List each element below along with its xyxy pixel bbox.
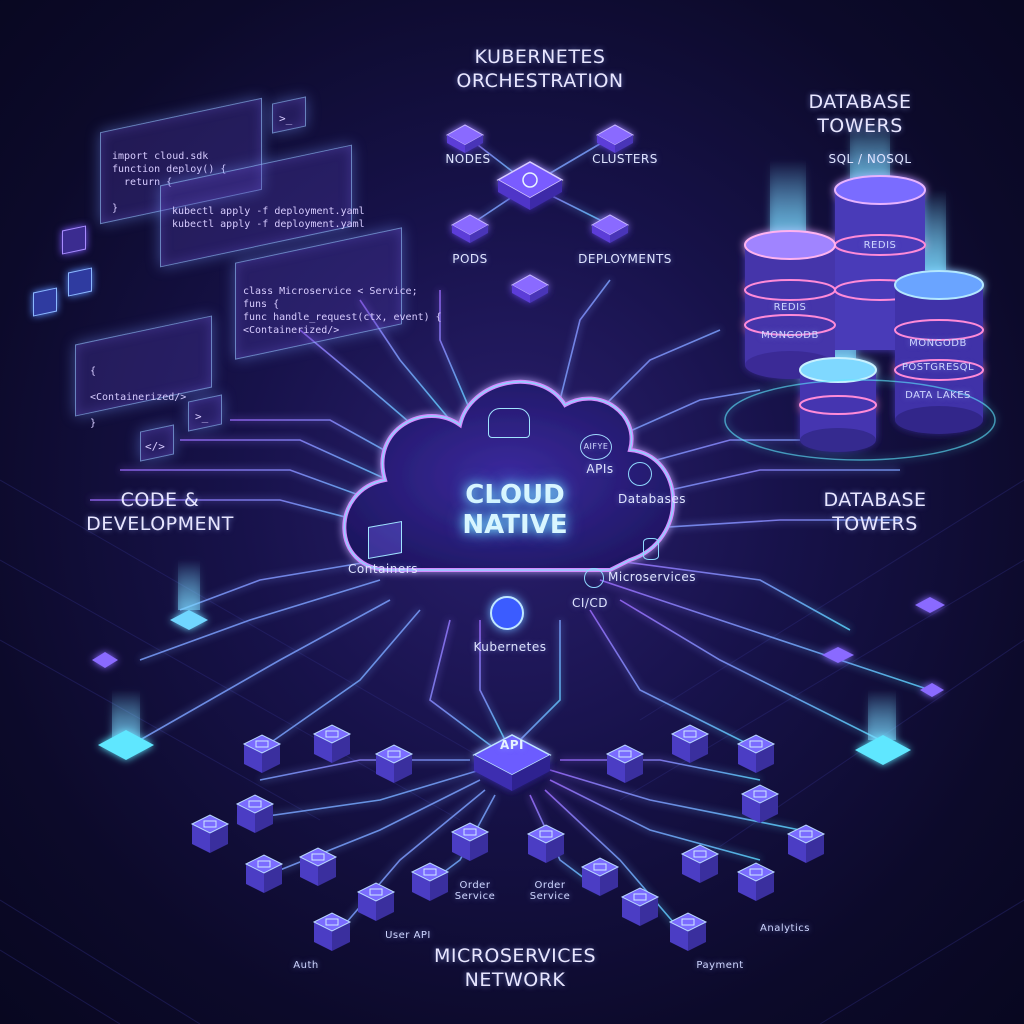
service-cube xyxy=(738,863,774,901)
service-cube xyxy=(412,863,448,901)
service-cube xyxy=(300,848,336,886)
service-cube xyxy=(622,888,658,926)
k8s-clusters-label: CLUSTERS xyxy=(585,152,665,166)
cloud-upload-icon xyxy=(488,408,530,438)
api-hub-label: API xyxy=(482,738,542,752)
db-tall-redis-label: REDIS xyxy=(845,240,915,251)
cloud-containers-label: Containers xyxy=(348,562,418,576)
gear-icon xyxy=(628,462,652,486)
cloud-microservices-label: Microservices xyxy=(608,570,693,584)
service-cube xyxy=(314,913,350,951)
vscode-icon xyxy=(68,267,92,296)
service-cube xyxy=(682,845,718,883)
cloud-kubernetes-label: Kubernetes xyxy=(470,640,550,654)
service-cube xyxy=(246,855,282,893)
terminal-icon-2: >_ xyxy=(195,410,208,423)
order-service-label-2: Order Service xyxy=(520,880,580,902)
git-app-icon xyxy=(62,225,86,254)
cloud-native-title: CLOUD NATIVE xyxy=(430,480,600,540)
apis-icon: AIFYE xyxy=(580,434,612,460)
code-panel-2-text: kubectl apply -f deployment.yaml kubectl… xyxy=(172,205,365,231)
database-towers-title-right: DATABASE TOWERS xyxy=(805,488,945,536)
terminal-icon: >_ xyxy=(279,112,292,125)
service-cube xyxy=(237,795,273,833)
service-cube xyxy=(314,725,350,763)
container-icon xyxy=(368,521,402,559)
service-cube xyxy=(528,825,564,863)
service-cube xyxy=(738,735,774,773)
k8s-deployments-label: DEPLOYMENTS xyxy=(570,252,680,266)
user-api-label: User API xyxy=(378,930,438,941)
microservices-network-title: MICROSERVICES NETWORK xyxy=(410,944,620,992)
db-right-mongodb-label: MONGODB xyxy=(898,338,978,349)
service-cube xyxy=(452,823,488,861)
service-cube xyxy=(192,815,228,853)
k8s-nodes-label: NODES xyxy=(438,152,498,166)
payment-label: Payment xyxy=(690,960,750,971)
order-service-label-1: Order Service xyxy=(445,880,505,902)
auth-label: Auth xyxy=(286,960,326,971)
code-development-title: CODE & DEVELOPMENT xyxy=(70,488,250,536)
k8s-pods-label: PODS xyxy=(440,252,500,266)
database-icon xyxy=(643,538,659,560)
db-right-postgresql-label: POSTGRESQL xyxy=(895,362,981,373)
db-right-datalakes-label: DATA LAKES xyxy=(895,390,981,401)
code-panel-3-text: class Microservice < Service; funs { fun… xyxy=(243,285,442,337)
service-cube xyxy=(376,745,412,783)
service-cube xyxy=(672,725,708,763)
database-towers-title-top: DATABASE TOWERS xyxy=(790,90,930,138)
service-cube xyxy=(670,913,706,951)
cloud-cicd-label: CI/CD xyxy=(570,596,610,610)
service-cube xyxy=(788,825,824,863)
kubernetes-icon xyxy=(490,596,524,630)
db-left-mongodb-label: MONGODB xyxy=(750,330,830,341)
code-panel-4-text: { <Containerized/> } xyxy=(90,365,186,430)
service-cube xyxy=(742,785,778,823)
microservices-icon xyxy=(584,568,604,588)
service-cube xyxy=(358,883,394,921)
service-cube xyxy=(244,735,280,773)
sql-nosql-label: SQL / NOSQL xyxy=(810,152,930,166)
cloud-databases-label: Databases xyxy=(612,492,692,506)
code-tag-icon: </> xyxy=(145,440,165,453)
kubernetes-orchestration-title: KUBERNETES ORCHESTRATION xyxy=(440,45,640,93)
service-cube xyxy=(582,858,618,896)
service-cube xyxy=(607,745,643,783)
vscode-icon-2 xyxy=(33,287,57,316)
cloud-apis-label: APIs xyxy=(580,462,620,476)
db-left-redis-label: REDIS xyxy=(755,302,825,313)
analytics-label: Analytics xyxy=(755,923,815,934)
